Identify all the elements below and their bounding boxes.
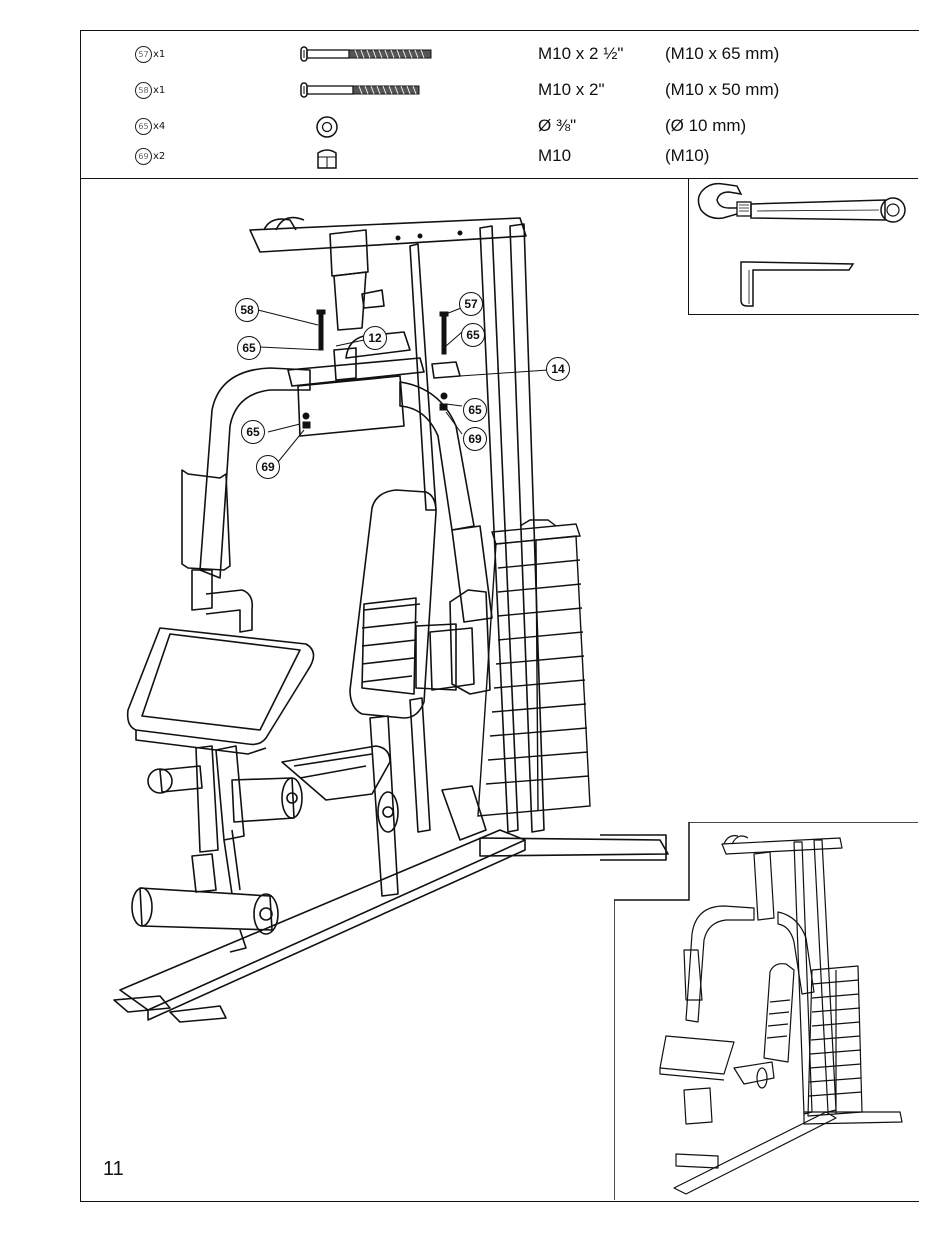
bolt-icon [295,78,435,102]
metric-size: (M10) [665,146,709,166]
page-number: 11 [103,1158,124,1181]
nut-icon [295,144,435,172]
gym-assembly-drawing [100,190,690,1040]
callout-65: 65 [463,398,487,422]
callout-65: 65 [237,336,261,360]
long-bolt-icon [295,42,435,66]
callout-58: 58 [235,298,259,322]
washer-icon [295,114,435,140]
metric-size: (Ø 10 mm) [665,116,746,136]
callout-69: 69 [463,427,487,451]
callout-57: 57 [459,292,483,316]
imperial-size: M10 [538,146,571,166]
callout-65: 65 [461,323,485,347]
callout-12: 12 [363,326,387,350]
imperial-size: M10 x 2 ½" [538,44,623,64]
imperial-size: Ø ⅜" [538,116,576,136]
callout-65: 65 [241,420,265,444]
tools-box [688,178,919,315]
metric-size: (M10 x 65 mm) [665,44,779,64]
callout-14: 14 [546,357,570,381]
assembled-view-inset [614,822,918,1200]
allen-key-icon [689,178,919,314]
callout-69: 69 [256,455,280,479]
imperial-size: M10 x 2" [538,80,605,100]
metric-size: (M10 x 50 mm) [665,80,779,100]
